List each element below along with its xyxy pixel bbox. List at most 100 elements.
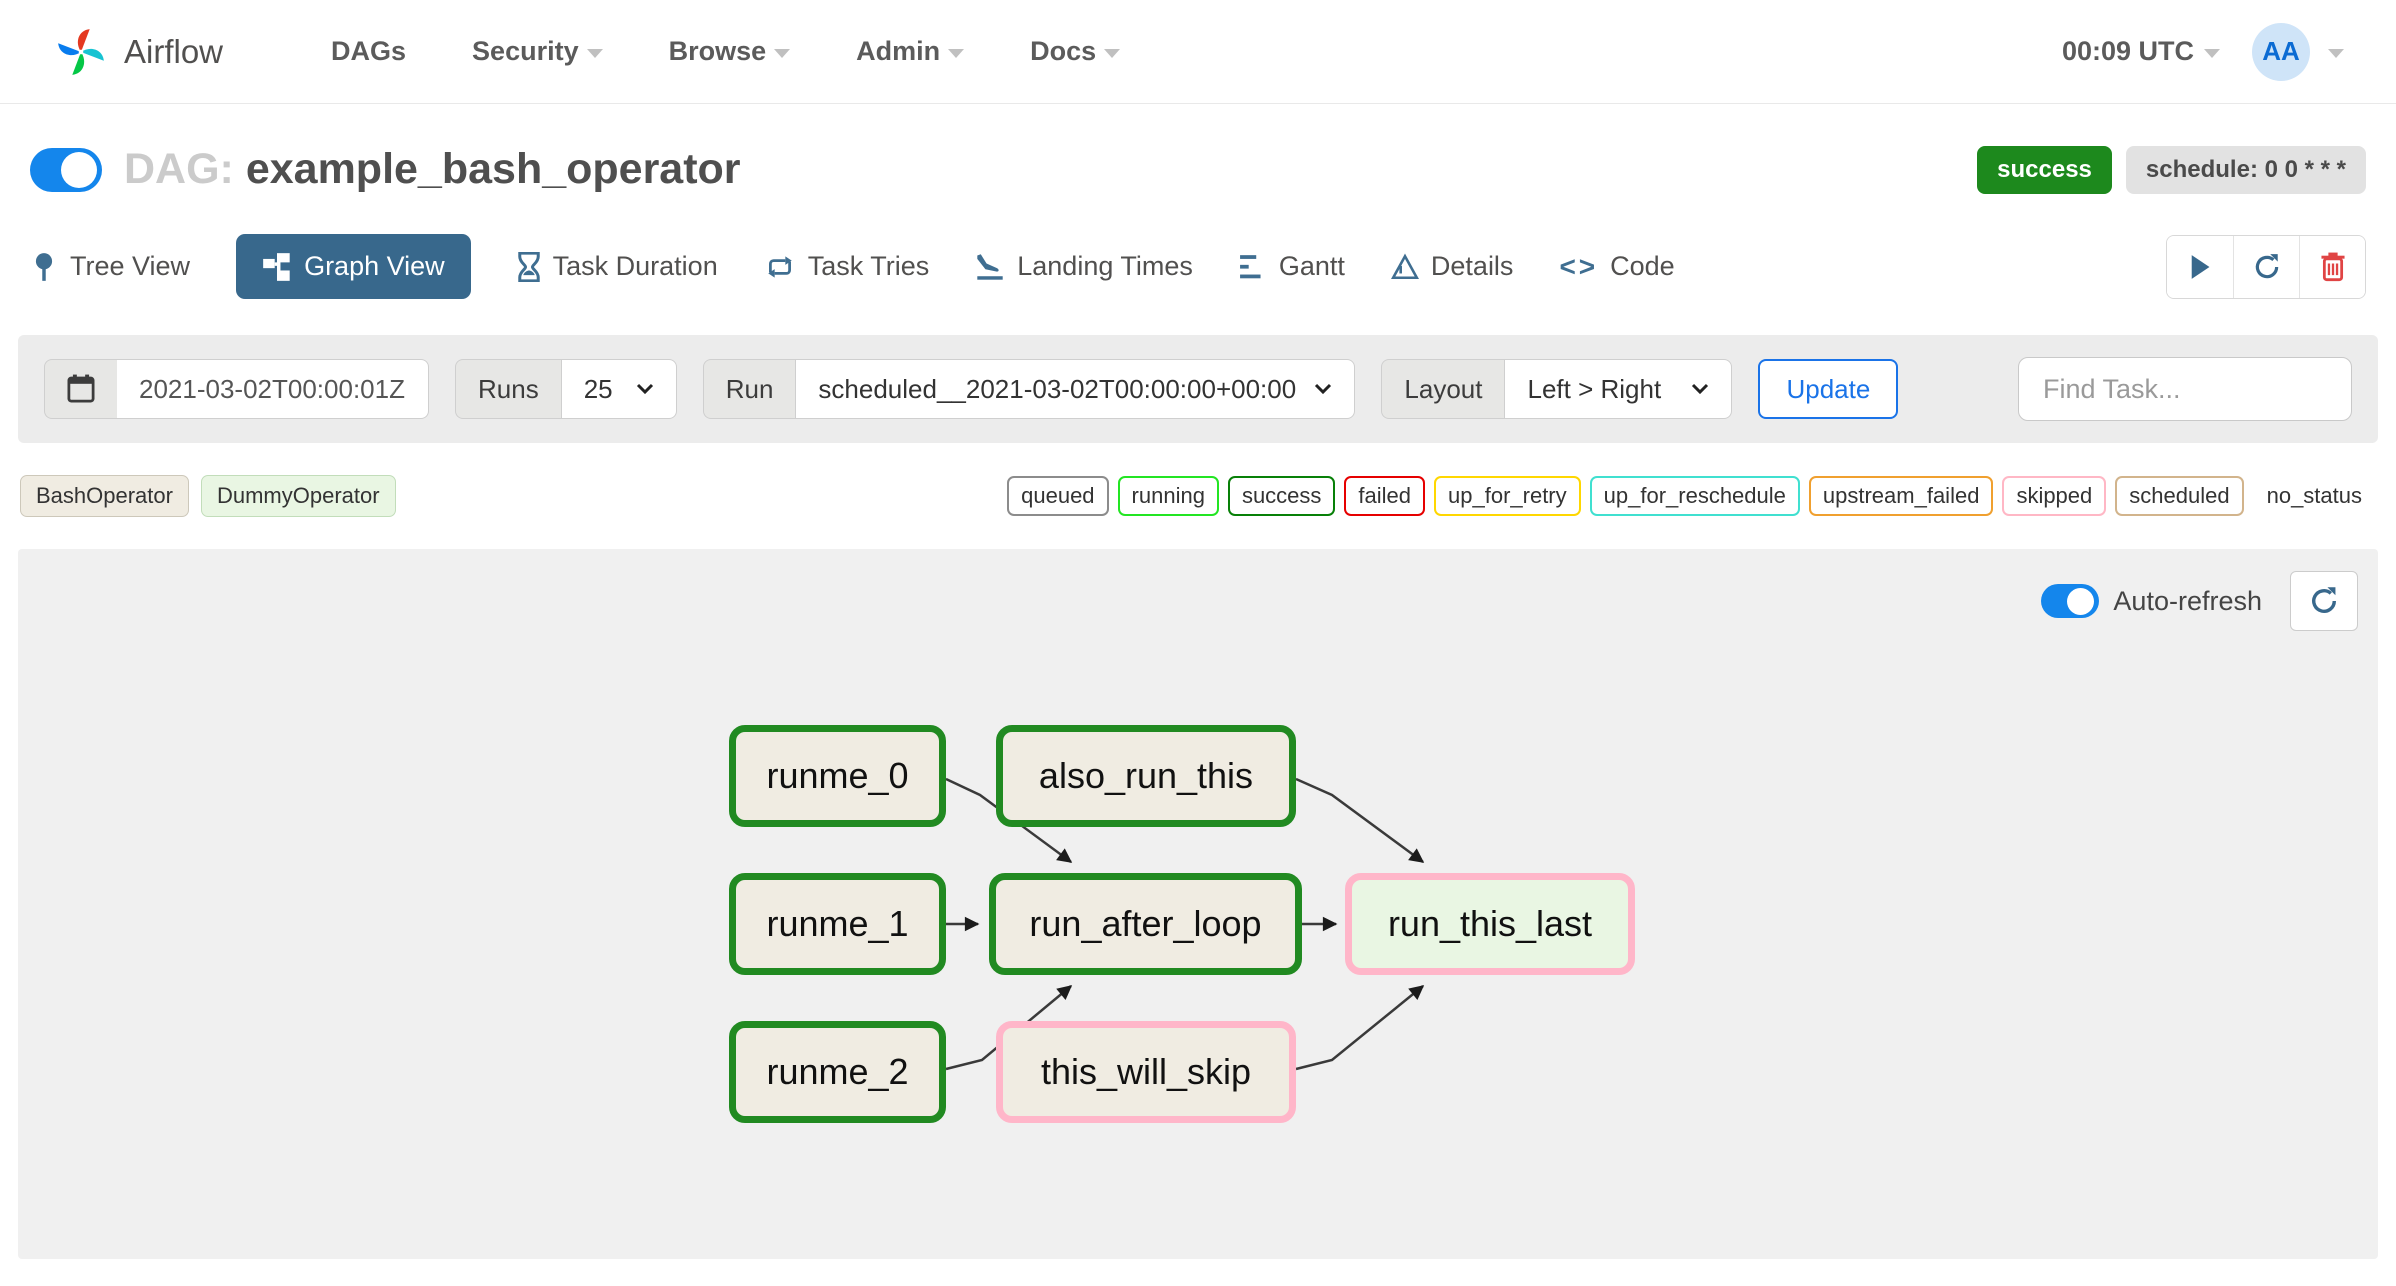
refresh-dag-button[interactable] — [2233, 235, 2299, 298]
graph-refresh-button[interactable] — [2290, 571, 2358, 631]
tab-gantt[interactable]: Gantt — [1239, 251, 1345, 282]
tab-label: Code — [1610, 251, 1675, 281]
status-badge-running: running — [1117, 476, 1219, 516]
brand-name: Airflow — [124, 32, 224, 70]
status-badge-success: success — [1227, 476, 1336, 516]
edge-runme_2-to-run_after_loop — [945, 985, 1073, 1071]
calendar-icon — [67, 374, 95, 403]
status-badge-queued: queued — [1007, 476, 1109, 516]
page-title: DAG: example_bash_operator — [124, 145, 741, 194]
tab-label: Task Duration — [552, 251, 718, 281]
delete-dag-button[interactable] — [2299, 235, 2365, 298]
execution-date-input[interactable] — [117, 359, 429, 419]
caret-down-icon — [774, 49, 791, 58]
graph-panel: runme_0 also_run_this runme_1 run_after_loo… — [18, 549, 2378, 1259]
hourglass-icon — [517, 251, 540, 282]
execution-date-group — [44, 359, 429, 419]
tab-task-duration[interactable]: Task Duration — [517, 251, 718, 282]
refresh-icon — [2255, 253, 2278, 278]
dag-action-buttons — [2166, 234, 2366, 299]
nav-item-dags[interactable]: DAGs — [331, 36, 406, 67]
run-group: Run scheduled__2021-03-02T00:00:00+00:00 — [702, 359, 1356, 419]
trigger-dag-button[interactable] — [2167, 235, 2233, 298]
status-badge-up_for_retry: up_for_retry — [1434, 476, 1581, 516]
dag-pause-toggle[interactable] — [30, 147, 102, 192]
nav-item-label: Security — [472, 36, 579, 66]
nav-item-docs[interactable]: Docs — [1030, 36, 1121, 67]
code-icon: <> — [1559, 250, 1599, 282]
details-icon — [1390, 253, 1419, 279]
task-node-runme_1[interactable]: runme_1 — [729, 873, 946, 975]
navbar: Airflow DAGs Security Browse Admin Docs … — [0, 0, 2396, 103]
nav-item-security[interactable]: Security — [472, 36, 603, 67]
task-node-runme_2[interactable]: runme_2 — [729, 1021, 946, 1123]
caret-down-icon — [948, 49, 965, 58]
operator-badge-BashOperator: BashOperator — [20, 475, 189, 517]
task-node-also_run_this[interactable]: also_run_this — [996, 725, 1296, 827]
tab-task-tries[interactable]: Task Tries — [764, 251, 930, 282]
runs-select[interactable]: 25 — [560, 359, 677, 419]
clock-label: 00:09 UTC — [2061, 36, 2194, 66]
run-select[interactable]: scheduled__2021-03-02T00:00:00+00:00 — [795, 359, 1356, 419]
brand[interactable]: Airflow — [52, 23, 223, 81]
play-icon — [2191, 254, 2210, 279]
caret-down-icon[interactable] — [2328, 49, 2344, 58]
clock-dropdown[interactable]: 00:09 UTC — [2062, 36, 2220, 67]
find-task-input[interactable] — [2018, 357, 2352, 421]
update-button[interactable]: Update — [1758, 359, 1899, 419]
tab-code[interactable]: <> Code — [1559, 251, 1674, 283]
tab-label: Graph View — [304, 251, 445, 281]
trash-icon — [2320, 252, 2345, 281]
chevron-down-icon — [1315, 383, 1332, 395]
task-node-this_will_skip[interactable]: this_will_skip — [996, 1021, 1296, 1123]
dag-header: DAG: example_bash_operator success sched… — [0, 145, 2396, 194]
task-node-run_this_last[interactable]: run_this_last — [1345, 873, 1635, 975]
navbar-right: 00:09 UTC AA — [2062, 22, 2344, 81]
airflow-pinwheel-logo — [58, 28, 104, 75]
task-node-runme_0[interactable]: runme_0 — [729, 725, 946, 827]
edge-this_will_skip-to-run_this_last — [1295, 985, 1425, 1071]
nav-item-admin[interactable]: Admin — [856, 36, 965, 67]
status-badge-failed: failed — [1344, 476, 1426, 516]
caret-down-icon — [2204, 49, 2220, 58]
calendar-addon[interactable] — [44, 359, 117, 419]
graph-edges — [945, 777, 1425, 1071]
status-badge-no_status: no_status — [2252, 476, 2376, 516]
gantt-icon — [1239, 254, 1261, 278]
auto-refresh-toggle[interactable] — [2041, 584, 2100, 618]
tab-label: Details — [1430, 251, 1514, 281]
status-badge-upstream_failed: upstream_failed — [1808, 476, 1994, 516]
status-badge-up_for_reschedule: up_for_reschedule — [1589, 476, 1800, 516]
tab-landing-times[interactable]: Landing Times — [975, 251, 1193, 282]
avatar[interactable]: AA — [2252, 22, 2310, 81]
nav-item-label: Docs — [1030, 36, 1097, 66]
nav-item-label: DAGs — [331, 36, 407, 66]
tab-tree-view[interactable]: Tree View — [30, 251, 190, 282]
filter-bar: Runs 25 Run scheduled__2021-03-02T00:00:… — [18, 335, 2378, 443]
chevron-down-icon — [1692, 383, 1709, 395]
edge-also_run_this-to-run_this_last — [1295, 777, 1425, 864]
layout-value: Left > Right — [1527, 373, 1662, 404]
tab-details[interactable]: Details — [1390, 251, 1514, 282]
graph-controls: Auto-refresh — [2041, 571, 2358, 631]
status-badge: success — [1977, 145, 2112, 194]
tab-label: Tree View — [70, 251, 191, 281]
nav-item-browse[interactable]: Browse — [669, 36, 791, 67]
schedule-badge[interactable]: schedule: 0 0 * * * — [2125, 145, 2366, 194]
runs-label: Runs — [455, 359, 561, 419]
tab-graph-view[interactable]: Graph View — [236, 234, 471, 299]
nav-menu: DAGs Security Browse Admin Docs — [331, 36, 1121, 67]
tree-icon — [35, 252, 53, 281]
task-node-run_after_loop[interactable]: run_after_loop — [989, 873, 1302, 975]
nav-item-label: Browse — [668, 36, 767, 66]
runs-group: Runs 25 — [455, 359, 677, 419]
caret-down-icon — [1104, 49, 1121, 58]
run-value: scheduled__2021-03-02T00:00:00+00:00 — [818, 373, 1297, 404]
tab-label: Task Tries — [807, 251, 930, 281]
caret-down-icon — [586, 49, 603, 58]
layout-select[interactable]: Left > Right — [1504, 359, 1733, 419]
nav-item-label: Admin — [856, 36, 941, 66]
graph-icon — [263, 252, 290, 281]
